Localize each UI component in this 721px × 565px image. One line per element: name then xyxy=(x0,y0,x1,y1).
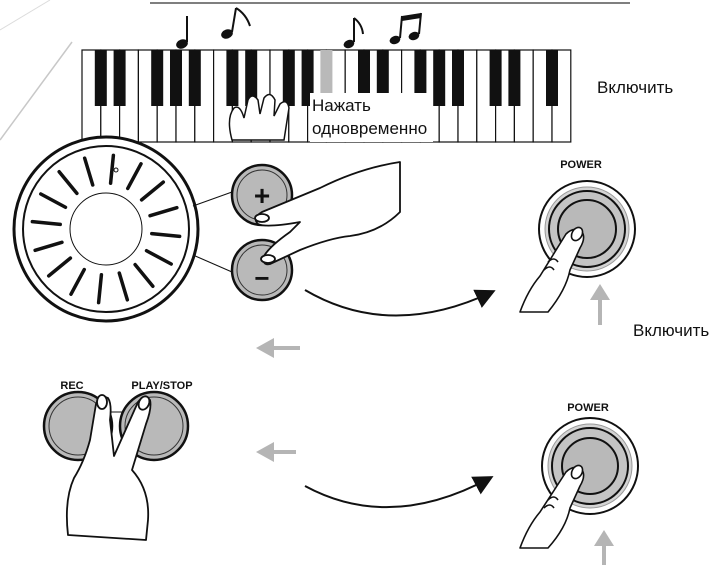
rec-label: REC xyxy=(60,380,83,392)
black-key xyxy=(95,50,107,106)
press-label-line1: Нажать xyxy=(312,94,427,117)
black-key xyxy=(226,50,238,106)
black-key xyxy=(151,50,163,106)
beamed-notes-icon xyxy=(388,13,421,46)
black-key xyxy=(490,50,502,106)
power-on-label-bottom: Включить xyxy=(633,321,709,341)
up-arrow-icon xyxy=(594,530,614,565)
black-key xyxy=(189,50,201,106)
black-key xyxy=(452,50,464,106)
plus-label: + xyxy=(254,180,270,211)
minus-label: − xyxy=(254,263,269,293)
black-key xyxy=(283,50,295,106)
press-simultaneously-label: Нажать одновременно xyxy=(310,93,433,142)
black-key xyxy=(546,50,558,106)
eighth-note-icon xyxy=(220,8,250,40)
volume-dial xyxy=(14,137,198,321)
black-key xyxy=(114,50,126,106)
power-label-bottom: POWER xyxy=(567,402,609,414)
up-arrow-icon xyxy=(590,284,610,325)
curved-arrow-icon xyxy=(305,478,490,507)
power-label-top: POWER xyxy=(560,159,602,171)
music-notes xyxy=(175,8,421,50)
black-key xyxy=(433,50,445,106)
play-stop-label: PLAY/STOP xyxy=(131,380,192,392)
press-label-line2: одновременно xyxy=(312,117,427,140)
left-arrow-icon xyxy=(256,338,300,358)
left-arrow-icon xyxy=(256,442,296,462)
curved-arrow-icon xyxy=(305,290,492,316)
eighth-note-icon xyxy=(342,18,363,50)
quarter-note-icon xyxy=(175,16,189,50)
black-key xyxy=(170,50,182,106)
power-on-label-top: Включить xyxy=(597,78,673,98)
black-key xyxy=(508,50,520,106)
